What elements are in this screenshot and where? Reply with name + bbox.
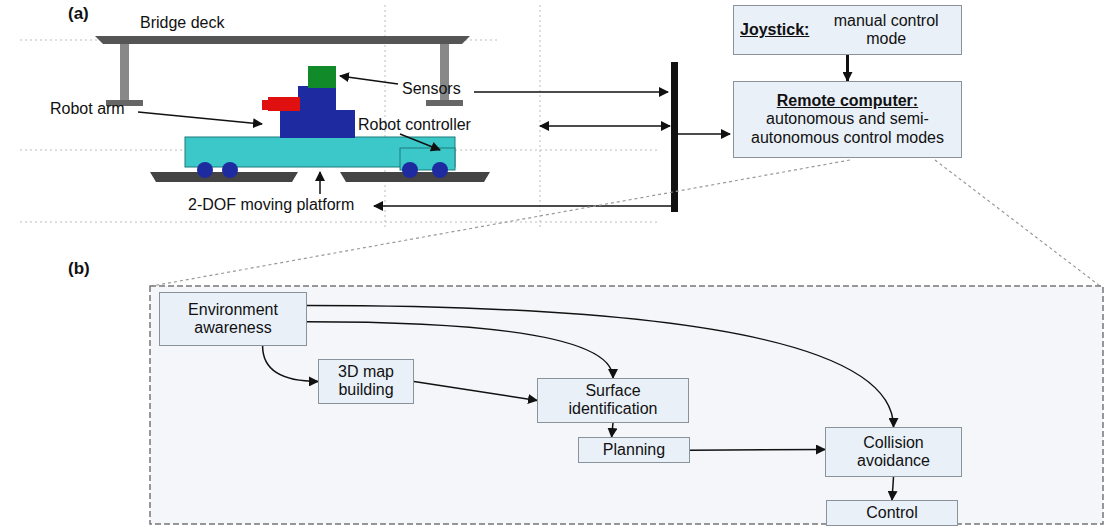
- leader-lines: [138, 76, 730, 206]
- process-box: Environment awareness: [159, 292, 307, 346]
- process-box: Control: [826, 500, 958, 526]
- flow-arrow: [892, 477, 894, 500]
- flow-arrow: [690, 449, 825, 451]
- box-text: 3D map building: [325, 363, 407, 400]
- box-text: manual control mode: [817, 12, 955, 49]
- process-box: 3D map building: [318, 359, 414, 404]
- joystick-box: Joystick: manual control mode: [733, 5, 962, 55]
- box-text: autonomous and semi-autonomous control m…: [740, 110, 955, 147]
- process-box: Collision avoidance: [825, 427, 962, 477]
- box-text: Environment awareness: [166, 301, 300, 338]
- part-label: Bridge deck: [140, 14, 225, 32]
- flow-arrow: [612, 423, 613, 437]
- process-box: Planning: [578, 437, 690, 463]
- part-label: Robot controller: [358, 116, 471, 134]
- box-heading: Remote computer:: [777, 92, 918, 110]
- box-text: Control: [866, 504, 918, 522]
- signal-bus: [671, 62, 678, 212]
- part-label: 2-DOF moving platform: [188, 196, 354, 214]
- box-text: Collision avoidance: [832, 434, 955, 471]
- panel-label: (a): [68, 4, 89, 24]
- flow-arrow: [263, 346, 318, 381]
- flow-arrow: [846, 55, 849, 81]
- flow-arrow: [307, 306, 894, 428]
- process-box: Surface identification: [537, 378, 689, 423]
- box-heading: Joystick:: [740, 21, 809, 39]
- remote-computer-box: Remote computer:autonomous and semi-auto…: [733, 81, 962, 158]
- guide-lines: [20, 5, 660, 230]
- part-label: Sensors: [402, 80, 461, 98]
- panel-label: (b): [68, 259, 90, 279]
- flow-arrow: [414, 381, 537, 400]
- zoom-frame: [150, 286, 1103, 524]
- zoom-lines: [152, 160, 1100, 286]
- bridge-deck: [95, 36, 470, 106]
- box-text: Planning: [603, 441, 665, 459]
- part-label: Robot arm: [50, 100, 125, 118]
- box-text: Surface identification: [544, 382, 682, 419]
